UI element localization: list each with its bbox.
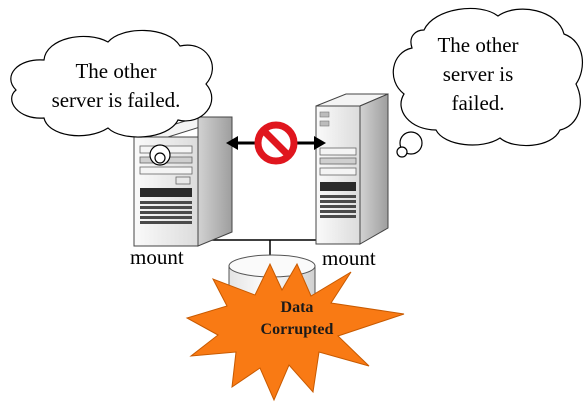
left-thought-line-1: The other: [75, 59, 157, 83]
data-corrupted-burst: [185, 262, 405, 402]
left-thought-cloud: [10, 29, 213, 166]
right-thought-cloud: [392, 7, 583, 158]
right-thought-line-3: failed.: [451, 91, 505, 115]
burst-text: Data Corrupted: [242, 297, 352, 341]
no-entry-icon: [254, 121, 298, 165]
right-thought-line-2: server is: [442, 62, 514, 86]
left-thought-text: The other server is failed.: [46, 57, 186, 115]
right-thought-line-1: The other: [437, 33, 519, 57]
right-server-icon: [315, 93, 389, 245]
right-thought-text: The other server is failed.: [418, 31, 538, 118]
mount-label-left: mount: [130, 245, 184, 269]
left-thought-line-2: server is failed.: [51, 88, 181, 112]
mount-label-right: mount: [322, 246, 376, 270]
burst-line-2: Corrupted: [260, 321, 334, 338]
burst-line-1: Data: [280, 299, 314, 316]
